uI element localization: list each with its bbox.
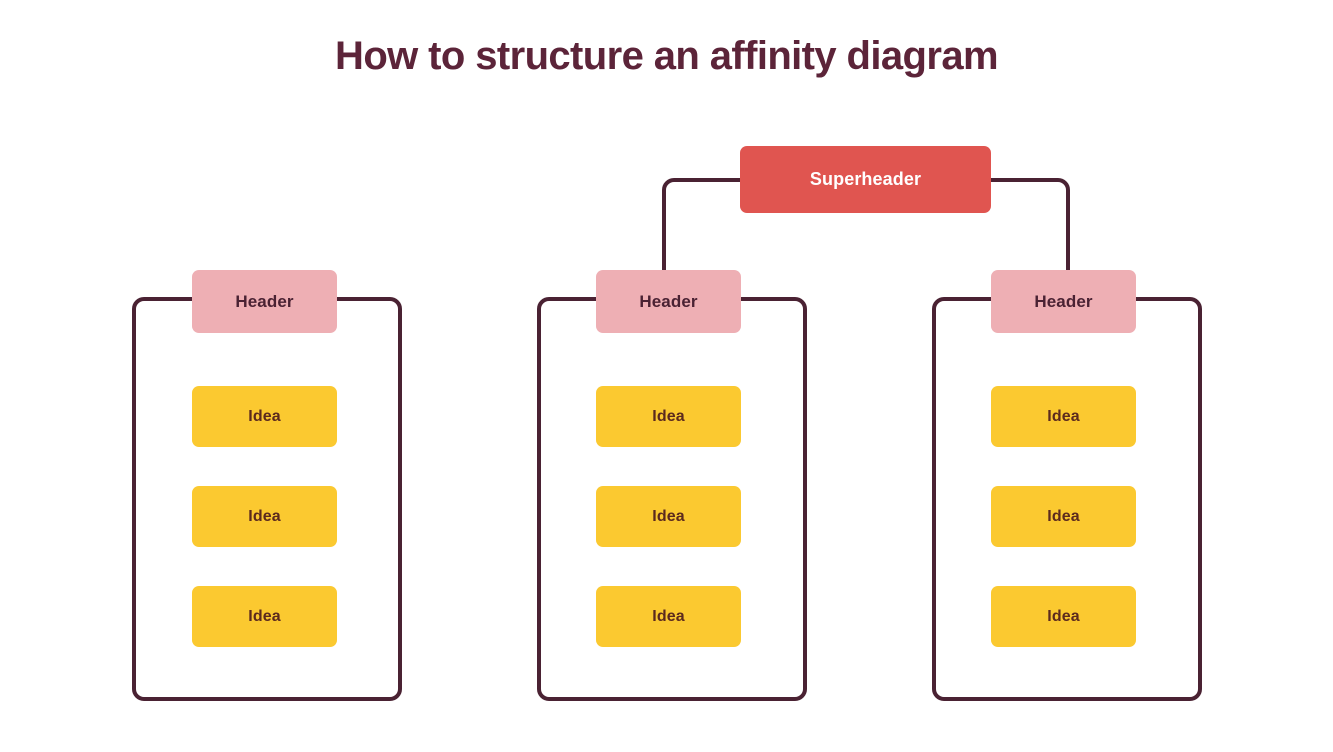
superheader-box[interactable]: Superheader (740, 146, 991, 213)
column-2-header-box[interactable]: Header (596, 270, 741, 333)
page-title: How to structure an affinity diagram (335, 34, 999, 78)
column-3-idea-1[interactable]: Idea (991, 386, 1136, 447)
column-3-idea-3-label: Idea (1047, 607, 1080, 625)
column-1-idea-1[interactable]: Idea (192, 386, 337, 447)
column-3-idea-2-label: Idea (1047, 507, 1080, 525)
column-2-header-label: Header (639, 291, 698, 311)
connector-superheader-to-column-2 (662, 178, 744, 274)
column-2-idea-1-label: Idea (652, 407, 685, 425)
column-1-idea-2[interactable]: Idea (192, 486, 337, 547)
column-2-idea-1[interactable]: Idea (596, 386, 741, 447)
column-3-header-box[interactable]: Header (991, 270, 1136, 333)
column-2-idea-3[interactable]: Idea (596, 586, 741, 647)
column-2-idea-2-label: Idea (652, 507, 685, 525)
column-3-idea-2[interactable]: Idea (991, 486, 1136, 547)
column-3-idea-3[interactable]: Idea (991, 586, 1136, 647)
column-1-header-box[interactable]: Header (192, 270, 337, 333)
column-1-idea-3-label: Idea (248, 607, 281, 625)
column-1-idea-2-label: Idea (248, 507, 281, 525)
column-1-idea-1-label: Idea (248, 407, 281, 425)
column-1-header-label: Header (235, 291, 294, 311)
column-1-outline (132, 297, 402, 701)
column-2-outline (537, 297, 807, 701)
column-1-idea-3[interactable]: Idea (192, 586, 337, 647)
column-3-idea-1-label: Idea (1047, 407, 1080, 425)
column-2-idea-3-label: Idea (652, 607, 685, 625)
column-3-header-label: Header (1034, 291, 1093, 311)
connector-superheader-to-column-3 (987, 178, 1070, 274)
column-3-outline (932, 297, 1202, 701)
superheader-label: Superheader (809, 169, 922, 189)
column-2-idea-2[interactable]: Idea (596, 486, 741, 547)
